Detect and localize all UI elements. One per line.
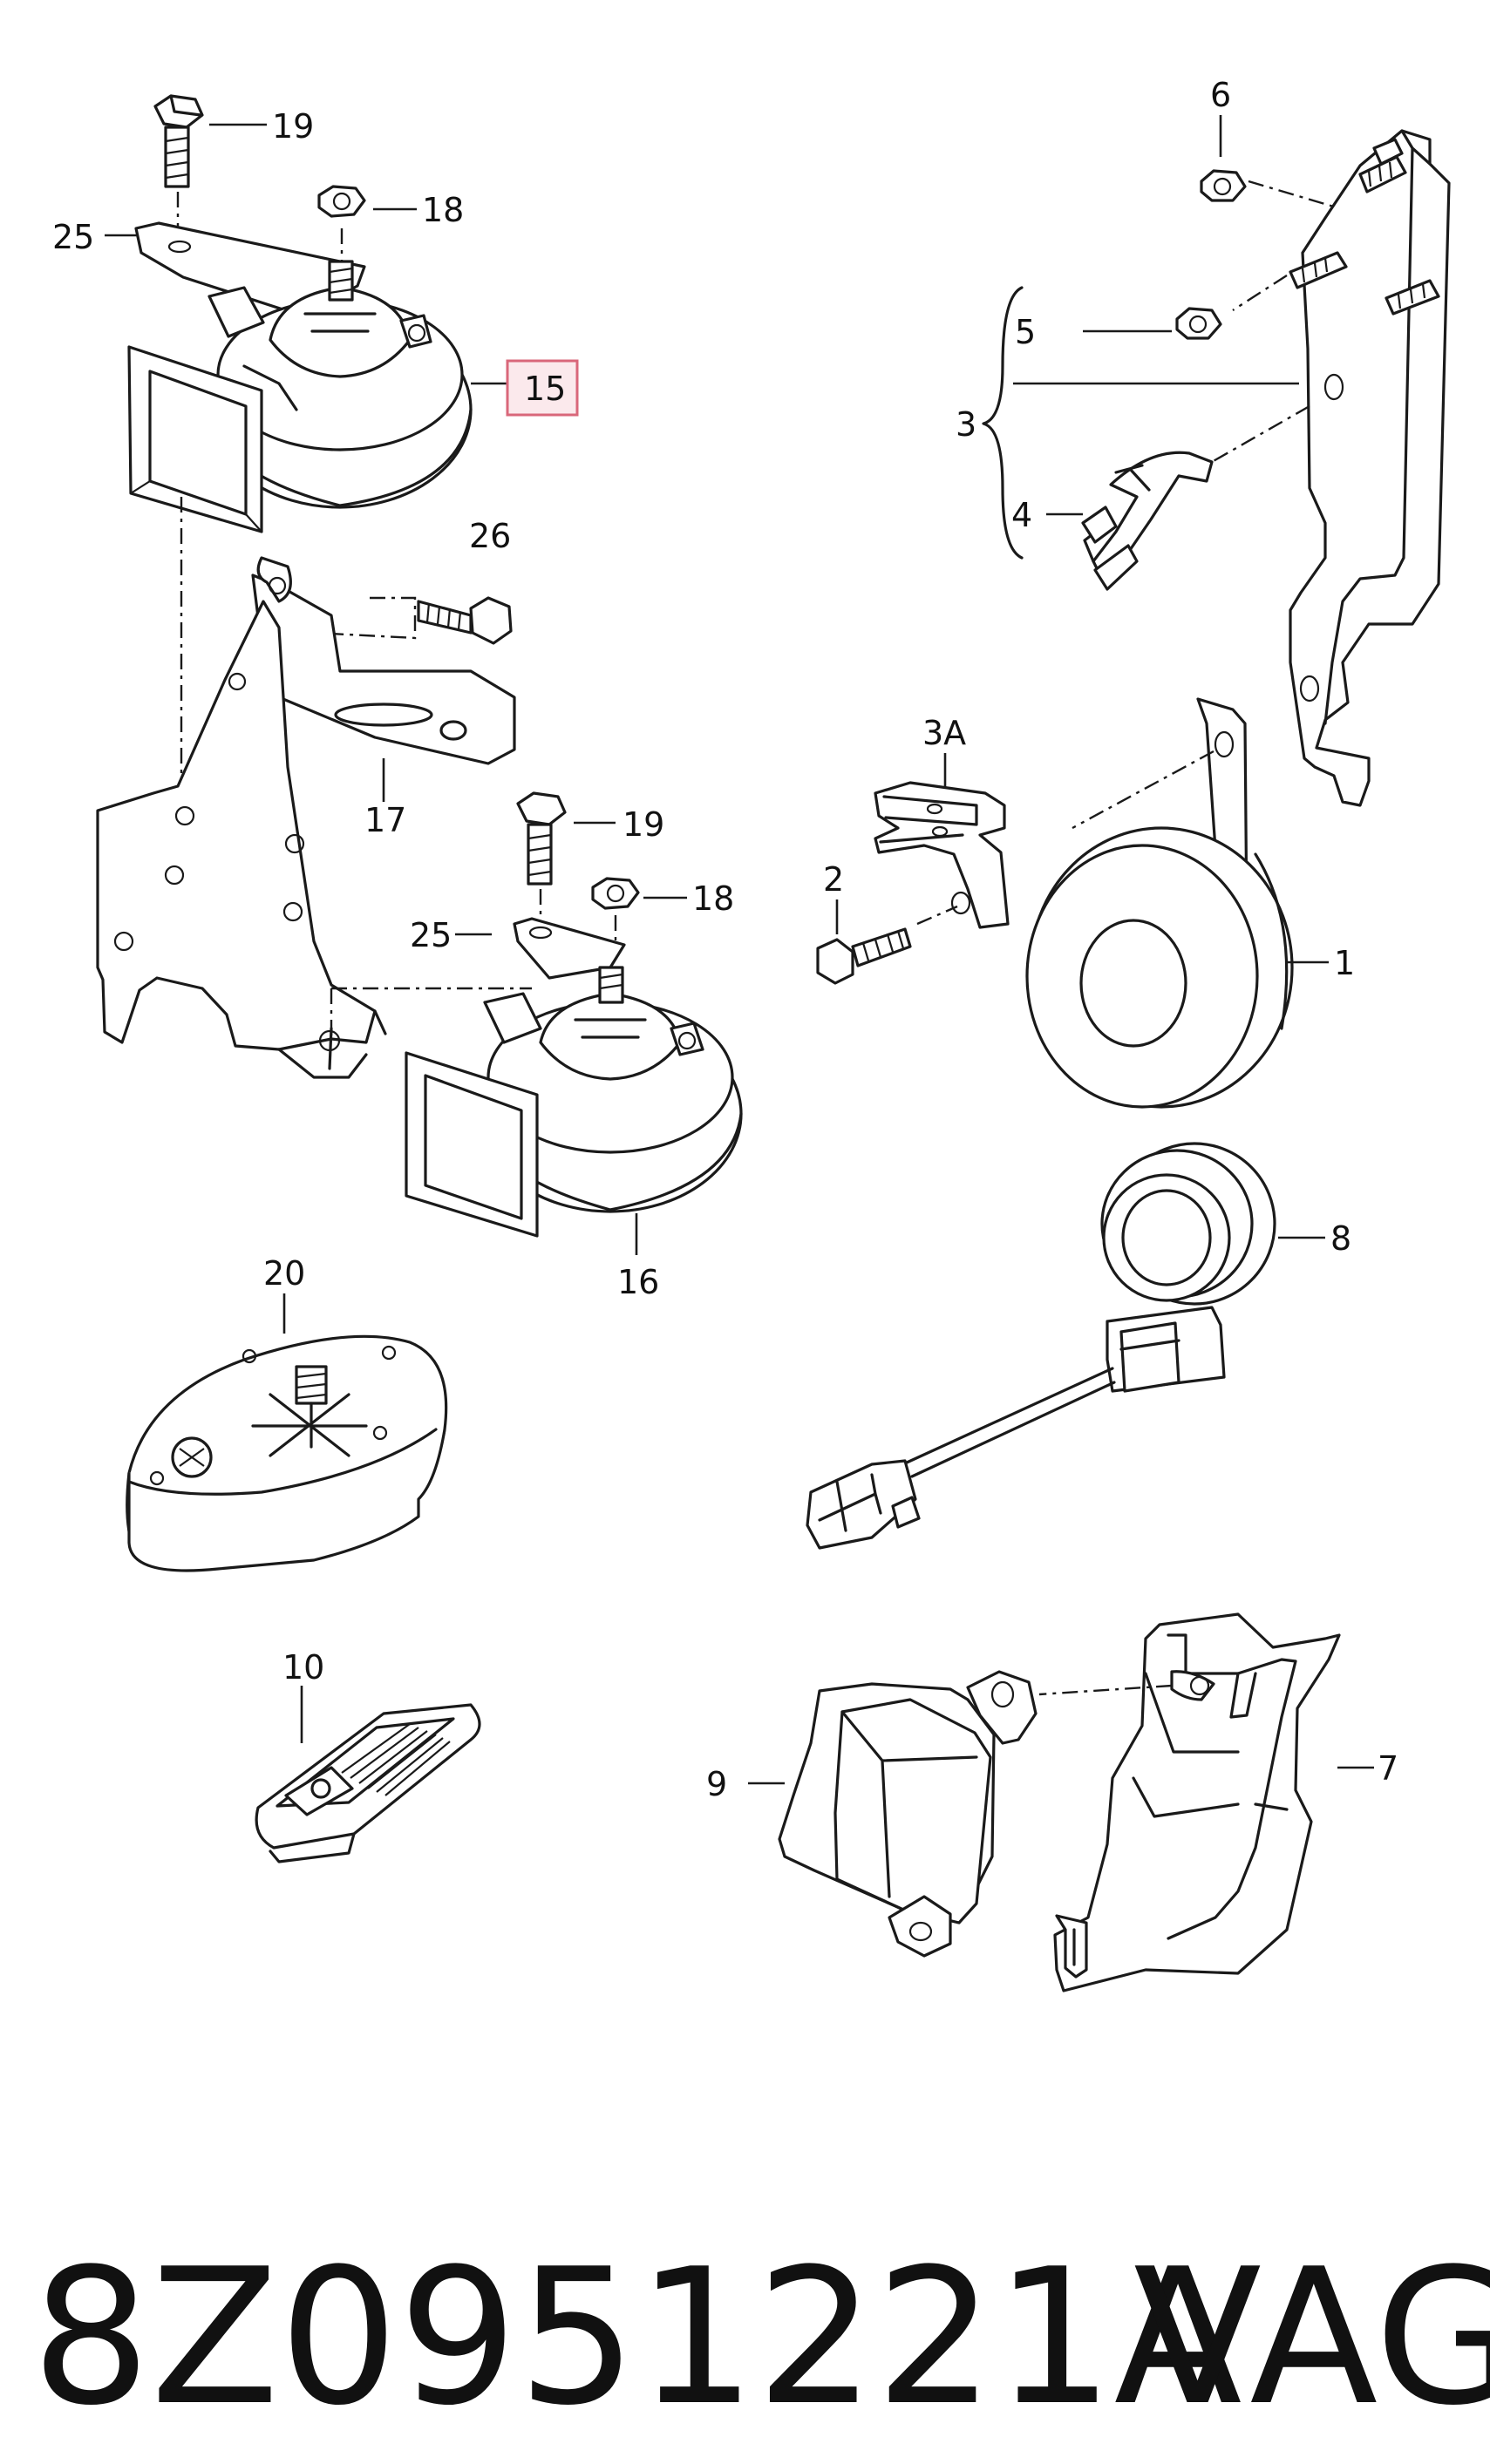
callout-9: 9 [706, 1765, 727, 1803]
callout-3A: 3A [922, 714, 966, 752]
nut-icon [1175, 307, 1222, 340]
nut-icon [1200, 169, 1247, 202]
horn-1-assembly [816, 697, 1329, 1109]
callout-25-mid: 25 [410, 916, 452, 954]
brand-label: VAG [1133, 2228, 1490, 2447]
horn-16-assembly [405, 791, 743, 1255]
bolt-icon [816, 927, 912, 985]
callout-5: 5 [1015, 313, 1036, 351]
callout-17: 17 [364, 801, 406, 839]
callout-26: 26 [469, 517, 511, 555]
bolt-icon [417, 596, 513, 645]
callout-labels: 19 18 25 15 26 17 19 18 25 16 20 10 6 5 … [52, 76, 1398, 1803]
bracket-17-assembly [96, 556, 532, 1079]
callout-1: 1 [1334, 944, 1355, 982]
control-unit-9-assembly [748, 1612, 1374, 1992]
nut-icon [317, 185, 366, 218]
callout-4: 4 [1011, 496, 1032, 534]
callout-18-mid: 18 [692, 879, 734, 918]
callout-10: 10 [282, 1648, 324, 1687]
bracket-right-assembly [982, 115, 1451, 807]
horn-20 [126, 1293, 448, 1572]
callout-16: 16 [617, 1263, 659, 1301]
switch-10 [255, 1686, 481, 1863]
bolt-icon [516, 791, 567, 886]
horn-ring-8 [806, 1142, 1325, 1550]
callout-7: 7 [1378, 1749, 1398, 1788]
callout-25-top: 25 [52, 218, 94, 256]
callout-19-mid: 19 [623, 805, 664, 844]
callout-8: 8 [1330, 1219, 1351, 1258]
callout-15: 15 [524, 370, 566, 408]
callout-15-highlight [506, 359, 579, 417]
callout-6: 6 [1210, 76, 1231, 114]
callout-2: 2 [823, 860, 844, 899]
horn-15-assembly [105, 94, 579, 809]
nut-icon [591, 877, 640, 910]
bolt-icon [153, 94, 204, 188]
callout-20: 20 [263, 1254, 305, 1293]
callout-19-top: 19 [272, 107, 314, 146]
callout-3: 3 [956, 405, 976, 444]
callout-18-top: 18 [422, 191, 464, 229]
part-number: 8Z0951221A [31, 2228, 1242, 2447]
